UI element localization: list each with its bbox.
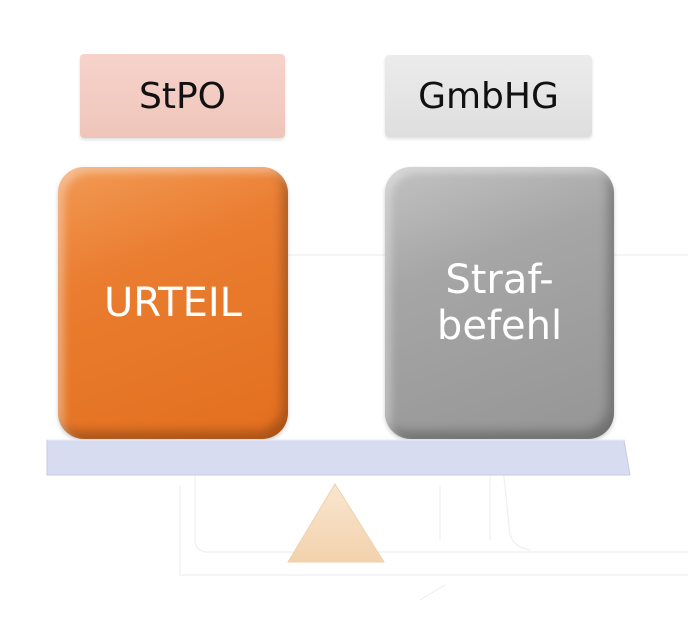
strafbefehl-line-2: befehl bbox=[436, 303, 563, 349]
gmbhg-label: GmbHG bbox=[418, 75, 559, 117]
strafbefehl-line-1: Straf- bbox=[445, 257, 554, 303]
urteil-label: URTEIL bbox=[104, 280, 242, 326]
gmbhg-label-box: GmbHG bbox=[385, 55, 592, 137]
strafbefehl-label: Straf- befehl bbox=[437, 257, 562, 349]
balance-beam bbox=[46, 439, 631, 476]
strafbefehl-weight: Straf- befehl bbox=[385, 167, 614, 439]
balance-fulcrum bbox=[287, 483, 385, 563]
urteil-weight: URTEIL bbox=[58, 167, 288, 439]
stpo-label: StPO bbox=[138, 75, 226, 117]
stpo-label-box: StPO bbox=[80, 54, 285, 138]
